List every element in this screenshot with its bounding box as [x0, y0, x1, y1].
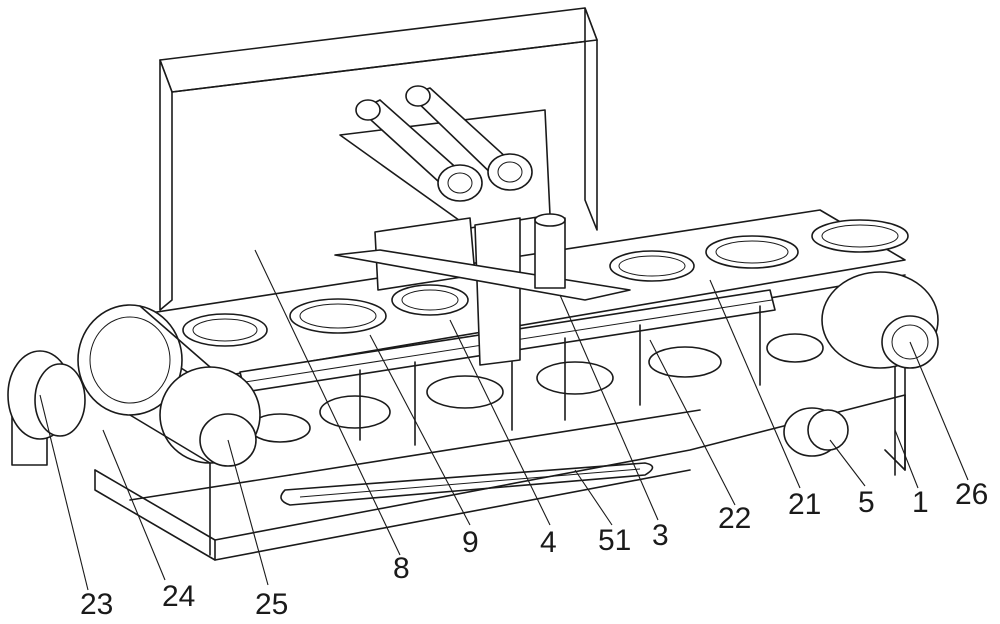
label-51: 51 — [598, 524, 631, 557]
leader-lines — [39, 249, 969, 591]
guide-rods — [280, 462, 654, 506]
label-9: 9 — [462, 526, 479, 559]
label-25: 25 — [255, 588, 288, 621]
top-rollers — [355, 85, 533, 202]
label-5: 5 — [858, 486, 875, 519]
motor-left — [7, 350, 86, 466]
label-24: 24 — [162, 580, 195, 613]
lower-trays — [249, 333, 824, 443]
label-8: 8 — [393, 552, 410, 585]
label-22: 22 — [718, 502, 751, 535]
label-21: 21 — [788, 488, 821, 521]
reference-labels: 23 24 25 8 9 4 51 3 22 21 5 1 26 — [80, 478, 988, 621]
right-drum — [821, 271, 939, 369]
label-26: 26 — [955, 478, 988, 511]
motor-5 — [783, 407, 849, 457]
label-23: 23 — [80, 588, 113, 621]
label-3: 3 — [652, 519, 669, 552]
belt-rings — [182, 219, 909, 347]
label-1: 1 — [912, 486, 929, 519]
back-panel — [159, 7, 598, 311]
label-4: 4 — [540, 526, 557, 559]
left-drum — [77, 304, 261, 467]
